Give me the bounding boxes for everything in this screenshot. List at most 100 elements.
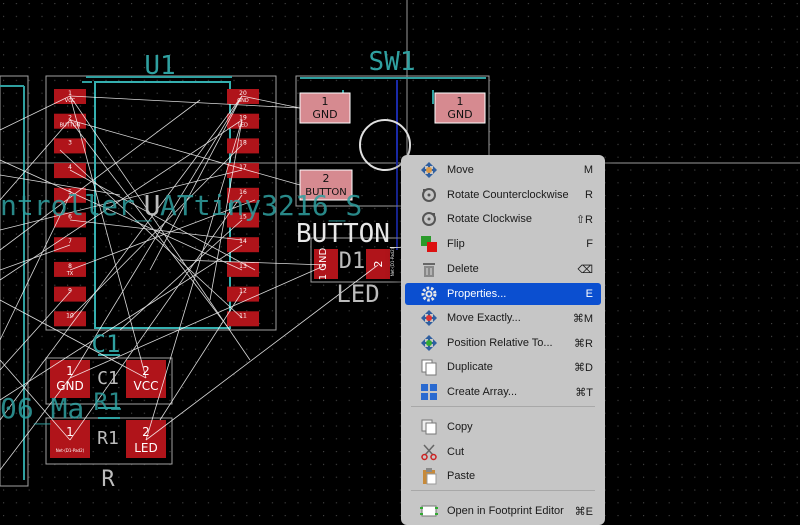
menu-item-shortcut: ⌘E xyxy=(574,505,593,518)
menu-item-copy[interactable]: Copy xyxy=(405,416,601,438)
menu-item-label: Move Exactly... xyxy=(447,312,521,324)
pad-number: 14 xyxy=(239,238,247,245)
sw1-pads: 1 GND 1 GND 2 BUTTON xyxy=(299,92,486,201)
pad-number: 6 xyxy=(68,214,72,221)
svg-text:Net-(D1-Pad2): Net-(D1-Pad2) xyxy=(390,247,395,276)
u1-value-partial: ntroller_ xyxy=(0,189,152,223)
pad-label: 2 xyxy=(323,172,330,185)
menu-item-paste[interactable]: Paste xyxy=(405,465,601,487)
u1-pad[interactable] xyxy=(227,261,259,277)
trash-icon xyxy=(419,259,439,279)
position-relative-icon xyxy=(419,333,439,353)
pad-label: GND xyxy=(447,108,472,121)
pad-number: 3 xyxy=(68,139,72,146)
pad-number: 9 xyxy=(68,288,72,295)
pad-number: 17 xyxy=(239,164,247,171)
menu-item-label: Position Relative To... xyxy=(447,337,553,349)
menu-item-rotate-counterclockwise[interactable]: Rotate Counterclockwise R xyxy=(405,184,601,206)
svg-text:1: 1 xyxy=(66,425,74,439)
sw1-ref-label: SW1 xyxy=(369,47,416,77)
menu-item-label: Paste xyxy=(447,470,476,482)
menu-item-flip[interactable]: Flip F xyxy=(405,233,601,255)
silkscreen-outlines xyxy=(0,76,486,480)
svg-text:VCC: VCC xyxy=(134,379,159,393)
menu-item-rotate-clockwise[interactable]: Rotate Clockwise⇧R xyxy=(405,208,601,230)
menu-item-label: Flip xyxy=(447,238,465,250)
menu-item-create-array[interactable]: Create Array...⌘T xyxy=(405,381,601,403)
duplicate-icon xyxy=(419,357,439,377)
r1-body-label: R1 xyxy=(97,428,119,449)
c1-ref-label: C1 xyxy=(92,330,121,358)
pad-number: 1 xyxy=(68,90,72,97)
pad-label: 1 xyxy=(457,95,464,108)
pad-number: 4 xyxy=(68,164,72,171)
menu-item-shortcut: R xyxy=(585,189,593,201)
paste-icon xyxy=(419,466,439,486)
u1-value-name: ATtiny3216_S xyxy=(160,189,362,223)
footprint-editor-icon xyxy=(419,501,439,521)
gear-icon xyxy=(419,284,439,304)
r1-value-label: R xyxy=(101,467,115,492)
menu-item-shortcut: E xyxy=(585,288,593,300)
pad-number: 12 xyxy=(239,288,247,295)
menu-item-delete[interactable]: Delete⌫ xyxy=(405,258,601,280)
menu-item-label: Duplicate xyxy=(447,361,493,373)
menu-separator xyxy=(411,490,595,491)
move-exactly-icon xyxy=(419,308,439,328)
d1-ref-label: D1 xyxy=(339,249,366,274)
menu-separator xyxy=(411,406,595,407)
pad-label: BUTTON xyxy=(305,187,347,198)
menu-item-label: Cut xyxy=(447,446,465,458)
courtyard-outlines xyxy=(0,75,490,487)
menu-item-move-exactly[interactable]: Move Exactly... ⌘M xyxy=(405,307,601,329)
menu-item-cut[interactable]: Cut xyxy=(405,441,601,463)
scissors-icon xyxy=(419,442,439,462)
svg-text:2: 2 xyxy=(372,261,385,268)
u1-pad[interactable] xyxy=(54,261,86,277)
u1-pad[interactable] xyxy=(54,237,86,253)
menu-item-label: Copy xyxy=(447,421,473,433)
pad-number: 19 xyxy=(239,115,247,122)
u1-pad[interactable] xyxy=(54,138,86,154)
pad-number: 10 xyxy=(66,312,74,319)
pad-number: 11 xyxy=(239,312,247,319)
pad-net: BUTTON xyxy=(60,123,81,129)
svg-text:2: 2 xyxy=(142,364,150,378)
c1-pads: 1 GND 2 VCC xyxy=(50,360,166,398)
d1-value-label: LED xyxy=(336,280,379,308)
u1-pad[interactable] xyxy=(227,311,259,327)
svg-text:2: 2 xyxy=(142,425,150,439)
menu-item-duplicate[interactable]: Duplicate ⌘D xyxy=(405,356,601,378)
rotate-ccw-icon xyxy=(419,185,439,205)
menu-item-shortcut: ⌘D xyxy=(574,361,593,374)
menu-item-open-in-footprint-editor[interactable]: Open in Footprint Editor⌘E xyxy=(405,500,601,522)
pad-number: 5 xyxy=(68,189,72,196)
sw1-value-label: BUTTON_S xyxy=(296,219,421,249)
pad-net: TX xyxy=(66,271,74,277)
conn-value-partial: 06_Ma xyxy=(0,392,84,426)
flip-icon xyxy=(419,234,439,254)
menu-item-shortcut: F xyxy=(586,238,593,250)
pad-number: 15 xyxy=(239,214,247,221)
u1-pad[interactable] xyxy=(54,286,86,302)
menu-item-move[interactable]: Move M xyxy=(405,159,601,181)
pad-number: 16 xyxy=(239,189,247,196)
menu-item-label: Rotate Counterclockwise xyxy=(447,189,569,201)
pad-number: 13 xyxy=(239,263,247,270)
menu-item-shortcut: M xyxy=(583,164,593,176)
menu-item-shortcut: ⌘M xyxy=(572,312,593,325)
pad-net: LED xyxy=(238,123,248,129)
menu-item-shortcut: ⌘T xyxy=(575,386,593,399)
menu-item-label: Move xyxy=(447,164,474,176)
pad-label: GND xyxy=(312,108,337,121)
r1-ref-label: R1 xyxy=(94,388,123,416)
u1-pad[interactable] xyxy=(227,237,259,253)
menu-item-properties[interactable]: Properties... E xyxy=(405,283,601,305)
u1-value-overlay: U xyxy=(144,189,161,222)
u1-pad[interactable] xyxy=(227,212,259,228)
u1-pad[interactable] xyxy=(227,187,259,203)
menu-item-position-relative-to[interactable]: Position Relative To...⌘R xyxy=(405,332,601,354)
menu-item-label: Properties... xyxy=(447,288,507,300)
svg-text:1 GND: 1 GND xyxy=(318,247,329,280)
